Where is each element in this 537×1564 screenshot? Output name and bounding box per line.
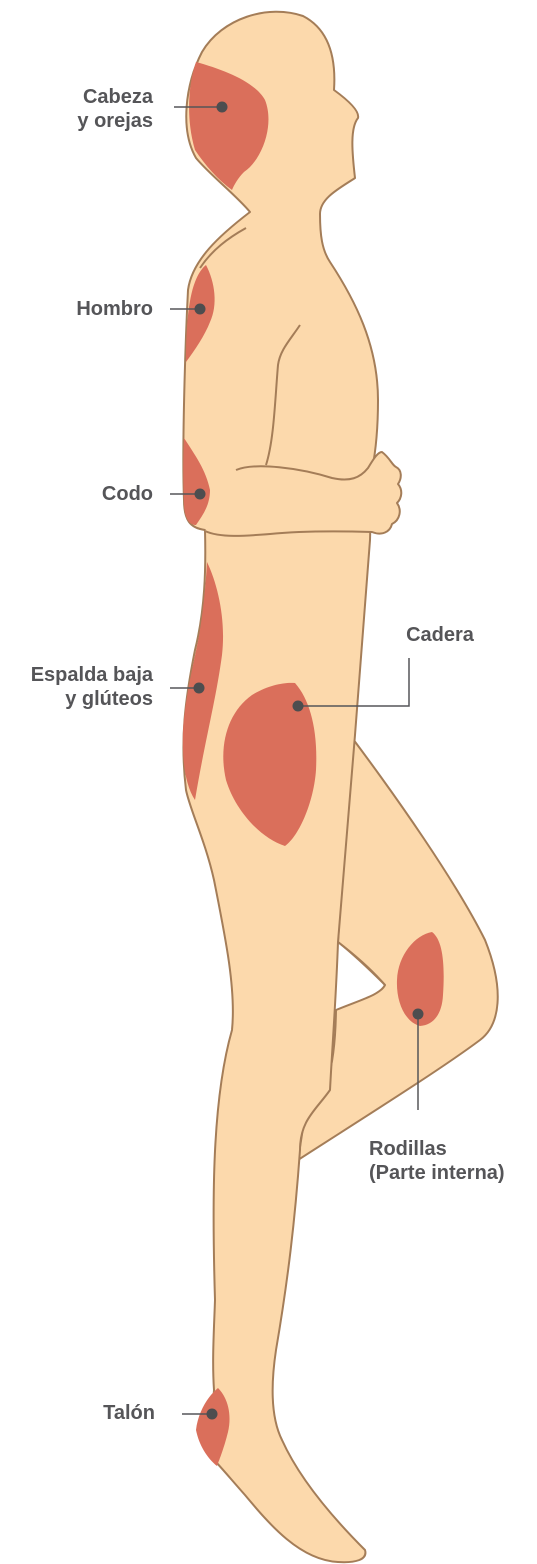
marker-dot-knee (413, 1009, 424, 1020)
label-lower-back-line2: y glúteos (31, 687, 153, 711)
label-head-line2: y orejas (77, 109, 153, 133)
label-heel: Talón (103, 1401, 155, 1425)
label-head-line1: Cabeza (77, 85, 153, 109)
label-elbow: Codo (102, 482, 153, 506)
label-knees-line1: Rodillas (369, 1137, 505, 1161)
marker-dot-shoulder (195, 304, 206, 315)
label-knees-line2: (Parte interna) (369, 1161, 505, 1185)
label-head: Cabeza y orejas (77, 85, 153, 133)
label-hip: Cadera (385, 623, 495, 647)
marker-dot-lower-back (194, 683, 205, 694)
label-knees: Rodillas (Parte interna) (369, 1137, 505, 1185)
marker-dot-heel (207, 1409, 218, 1420)
label-shoulder: Hombro (76, 297, 153, 321)
label-heel-line1: Talón (103, 1401, 155, 1425)
label-lower-back-line1: Espalda baja (31, 663, 153, 687)
marker-dot-elbow (195, 489, 206, 500)
label-shoulder-line1: Hombro (76, 297, 153, 321)
marker-dot-hip (293, 701, 304, 712)
label-lower-back: Espalda baja y glúteos (31, 663, 153, 711)
label-elbow-line1: Codo (102, 482, 153, 506)
marker-dot-head (217, 102, 228, 113)
label-hip-line1: Cadera (385, 623, 495, 647)
